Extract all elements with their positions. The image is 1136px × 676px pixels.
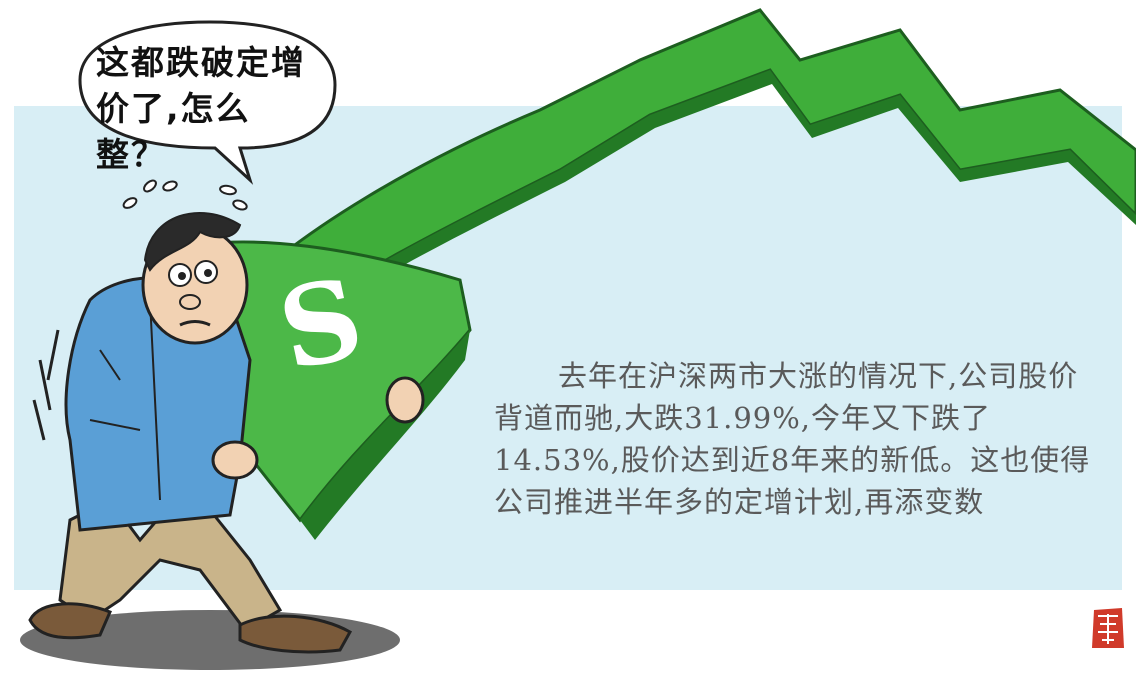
left-shoe xyxy=(28,602,112,640)
speech-bubble-text: 这都跌破定增价了,怎么整？ xyxy=(96,43,306,174)
man-nose xyxy=(179,294,201,310)
caption-text: 去年在沪深两市大涨的情况下,公司股价背道而驰,大跌31.99%,今年又下跌了14… xyxy=(494,359,1091,519)
man-mouth xyxy=(179,320,211,327)
man-hair xyxy=(143,211,242,272)
right-shoe xyxy=(238,614,353,654)
motion-lines xyxy=(32,329,60,441)
seal-stamp-icon xyxy=(1092,608,1124,648)
man-hand-right xyxy=(385,376,425,424)
speech-bubble xyxy=(78,20,337,185)
man-hand-left xyxy=(211,440,259,480)
sweat-drops-icon xyxy=(122,179,248,211)
